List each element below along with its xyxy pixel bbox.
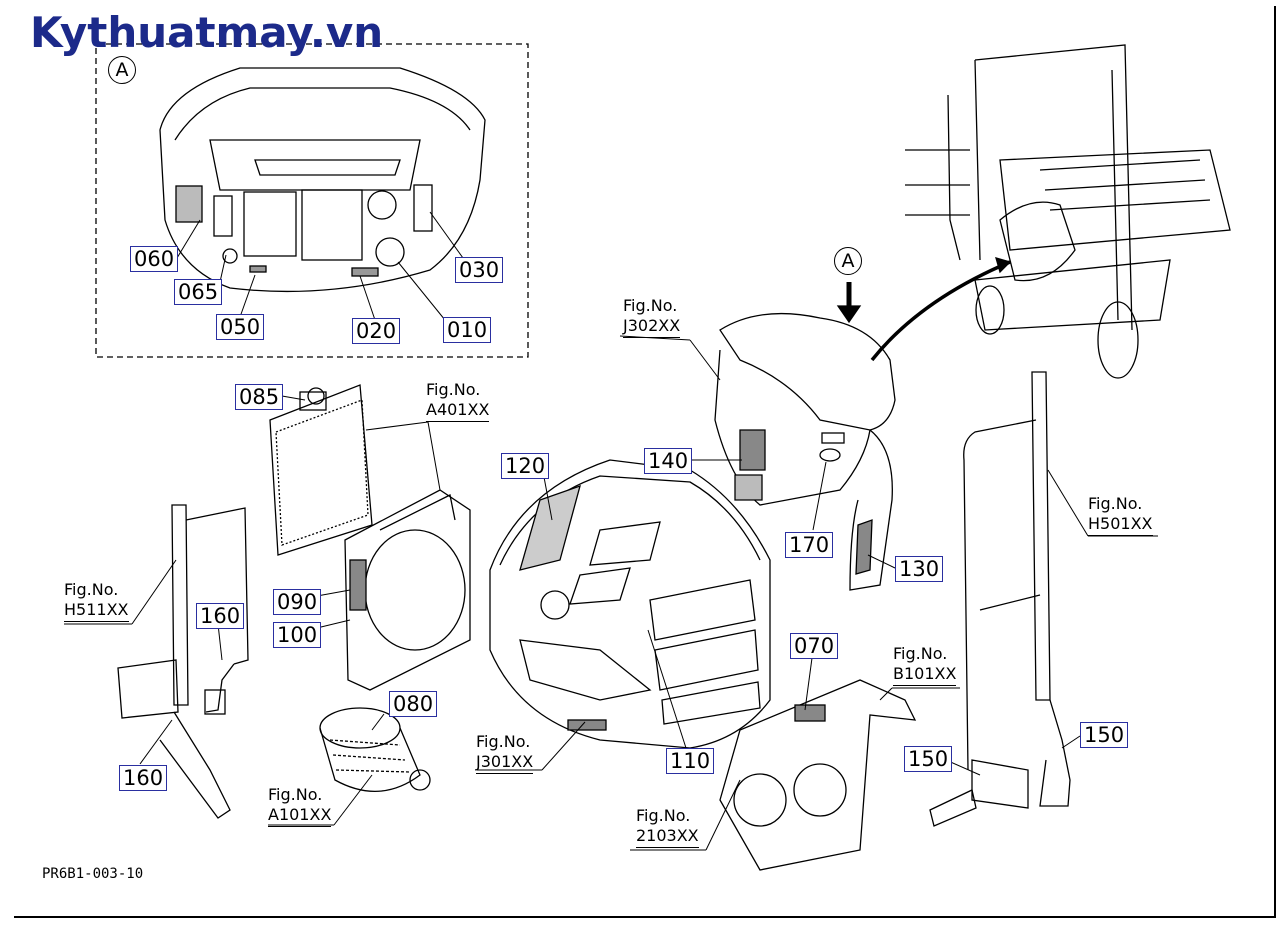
fig-ref-j301[interactable]: Fig.No. J301XX <box>476 732 534 774</box>
callout-080[interactable]: 080 <box>389 691 438 717</box>
fig-ref-2103[interactable]: Fig.No. 2103XX <box>636 806 699 848</box>
callout-170[interactable]: 170 <box>785 532 834 558</box>
callout-130[interactable]: 130 <box>895 556 944 582</box>
fig-ref-h501[interactable]: Fig.No. H501XX <box>1088 494 1153 536</box>
fig-ref-code: H501XX <box>1088 514 1153 536</box>
detail-arrow <box>870 260 1011 362</box>
fig-ref-label: Fig.No. <box>893 644 948 663</box>
right-frame-drawing <box>929 371 1071 827</box>
callout-070[interactable]: 070 <box>790 633 839 659</box>
callout-060[interactable]: 060 <box>130 246 179 272</box>
watermark-text: Kythuatmay.vn <box>30 8 384 57</box>
fig-ref-code: J301XX <box>476 752 534 774</box>
callout-160-upper[interactable]: 160 <box>196 603 245 629</box>
fig-ref-b101[interactable]: Fig.No. B101XX <box>893 644 957 686</box>
dashboard-cover-drawing <box>159 67 486 293</box>
callout-150-right[interactable]: 150 <box>1080 722 1129 748</box>
upper-panel-drawing <box>714 312 896 591</box>
fig-ref-a101[interactable]: Fig.No. A101XX <box>268 785 332 827</box>
fig-ref-code: 2103XX <box>636 826 699 848</box>
fig-ref-label: Fig.No. <box>1088 494 1143 513</box>
fig-ref-code: A401XX <box>426 400 490 422</box>
air-cleaner-drawing <box>319 707 431 792</box>
callout-020[interactable]: 020 <box>352 318 401 344</box>
fig-ref-j302[interactable]: Fig.No. J302XX <box>623 296 681 338</box>
drawing-frame <box>14 6 1276 918</box>
callout-085[interactable]: 085 <box>235 384 284 410</box>
left-frame-drawing <box>117 504 249 819</box>
fig-ref-label: Fig.No. <box>426 380 481 399</box>
callout-050[interactable]: 050 <box>216 314 265 340</box>
bracket-plate-drawing <box>719 679 917 871</box>
callout-065[interactable]: 065 <box>174 279 223 305</box>
fig-ref-label: Fig.No. <box>476 732 531 751</box>
fig-ref-h511[interactable]: Fig.No. H511XX <box>64 580 129 622</box>
transplanter-drawing <box>905 44 1231 379</box>
detail-a-marker: A <box>108 56 136 84</box>
callout-010[interactable]: 010 <box>443 317 492 343</box>
fig-ref-code: J302XX <box>623 316 681 338</box>
fig-ref-label: Fig.No. <box>623 296 678 315</box>
callout-100[interactable]: 100 <box>273 622 322 648</box>
callout-150-left[interactable]: 150 <box>904 746 953 772</box>
radiator-drawing <box>269 384 373 556</box>
callout-140[interactable]: 140 <box>644 448 693 474</box>
fig-ref-label: Fig.No. <box>64 580 119 599</box>
fan-shroud-drawing <box>344 489 471 691</box>
callout-160-lower[interactable]: 160 <box>119 765 168 791</box>
fig-ref-code: A101XX <box>268 805 332 827</box>
fig-ref-code: H511XX <box>64 600 129 622</box>
view-a-marker: A <box>834 247 862 275</box>
leader-lines <box>64 211 1158 851</box>
fig-ref-label: Fig.No. <box>636 806 691 825</box>
document-id: PR6B1-003-10 <box>42 866 144 882</box>
fig-ref-label: Fig.No. <box>268 785 323 804</box>
hood-drawing <box>489 459 771 749</box>
detail-a-box <box>95 43 529 358</box>
callout-110[interactable]: 110 <box>666 748 715 774</box>
fig-ref-a401[interactable]: Fig.No. A401XX <box>426 380 490 422</box>
fig-ref-code: B101XX <box>893 664 957 686</box>
callout-090[interactable]: 090 <box>273 589 322 615</box>
callout-120[interactable]: 120 <box>501 453 550 479</box>
callout-030[interactable]: 030 <box>455 257 504 283</box>
